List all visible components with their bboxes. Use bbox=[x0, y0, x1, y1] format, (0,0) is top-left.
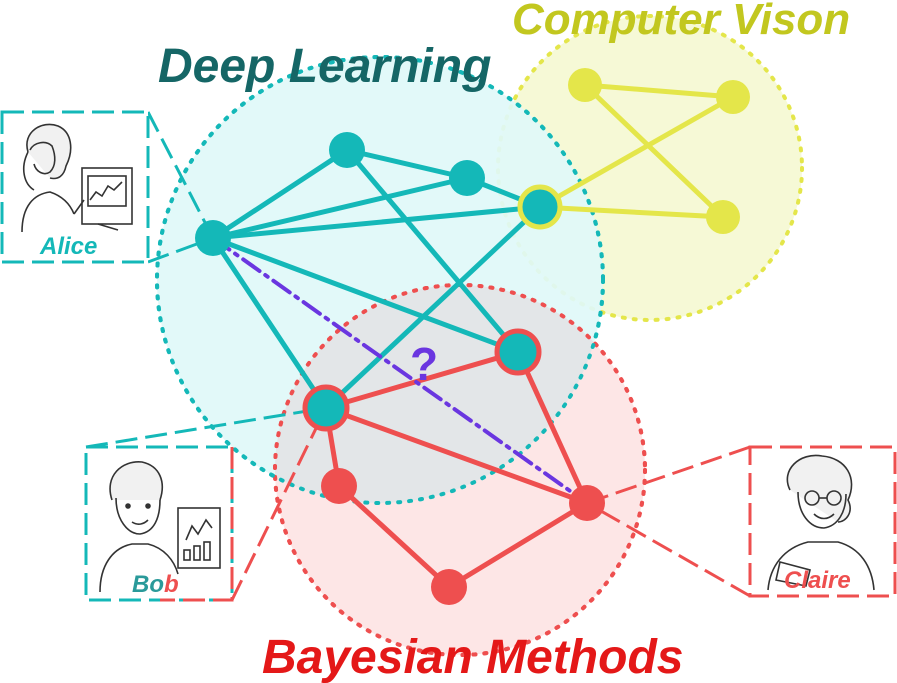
alice-card: Alice bbox=[0, 110, 150, 264]
edge bbox=[344, 147, 470, 181]
bob-callout-line-bottom bbox=[230, 407, 328, 601]
bob-portrait-icon bbox=[99, 461, 221, 593]
alice-portrait-icon bbox=[21, 123, 133, 233]
node-cv-3[interactable] bbox=[706, 200, 740, 234]
edge bbox=[323, 204, 543, 411]
alice-name-label: Alice bbox=[39, 233, 97, 260]
node-cv-1[interactable] bbox=[568, 68, 602, 102]
edge bbox=[323, 405, 590, 506]
claire-card: Claire bbox=[748, 445, 897, 598]
node-cv-2[interactable] bbox=[716, 80, 750, 114]
predicted-link-question-mark: ? bbox=[410, 338, 438, 390]
edge bbox=[537, 204, 726, 220]
deep-learning-region-outline bbox=[155, 55, 605, 505]
edge bbox=[537, 94, 736, 210]
edge bbox=[210, 204, 543, 241]
group-title-deep-learning: Deep Learning bbox=[158, 40, 491, 93]
bob-card-frame-red bbox=[160, 447, 234, 602]
node-bayes-2[interactable] bbox=[431, 569, 467, 605]
claire-callout-line-bottom bbox=[586, 501, 751, 598]
nodes bbox=[195, 68, 750, 605]
node-claire[interactable] bbox=[569, 485, 605, 521]
group-regions bbox=[155, 14, 804, 657]
node-bob[interactable] bbox=[302, 384, 350, 432]
edges bbox=[210, 82, 736, 590]
edge bbox=[582, 82, 726, 220]
edge bbox=[344, 147, 521, 355]
edge bbox=[323, 349, 521, 411]
node-alice[interactable] bbox=[195, 220, 231, 256]
edge bbox=[446, 500, 590, 590]
alice-callout-line-bottom bbox=[147, 236, 214, 264]
node-dl-2[interactable] bbox=[449, 160, 485, 196]
dl-bayes-overlap bbox=[275, 285, 603, 503]
edge bbox=[582, 82, 736, 100]
predicted-link-edge bbox=[211, 236, 589, 505]
bob-name-label: Bob bbox=[132, 571, 179, 598]
group-title-computer-vision: Computer Vison bbox=[512, 0, 850, 44]
bob-callout-line-top bbox=[85, 406, 327, 449]
bob-card: Bob bbox=[84, 445, 234, 602]
alice-callout-line-top bbox=[146, 111, 215, 239]
person-callouts bbox=[85, 111, 751, 601]
edge bbox=[336, 483, 452, 590]
claire-name-label: Claire bbox=[784, 567, 851, 594]
node-dl-cv-bridge[interactable] bbox=[517, 184, 563, 230]
edge bbox=[210, 147, 350, 241]
edge bbox=[210, 235, 329, 411]
edge bbox=[210, 175, 470, 241]
edge bbox=[515, 349, 590, 506]
node-bayes-1[interactable] bbox=[321, 468, 357, 504]
claire-portrait-icon bbox=[767, 454, 875, 591]
group-title-bayesian-methods: Bayesian Methods bbox=[262, 631, 683, 683]
node-dl-bayes-1[interactable] bbox=[494, 328, 542, 376]
node-dl-1[interactable] bbox=[329, 132, 365, 168]
edge bbox=[210, 235, 521, 355]
